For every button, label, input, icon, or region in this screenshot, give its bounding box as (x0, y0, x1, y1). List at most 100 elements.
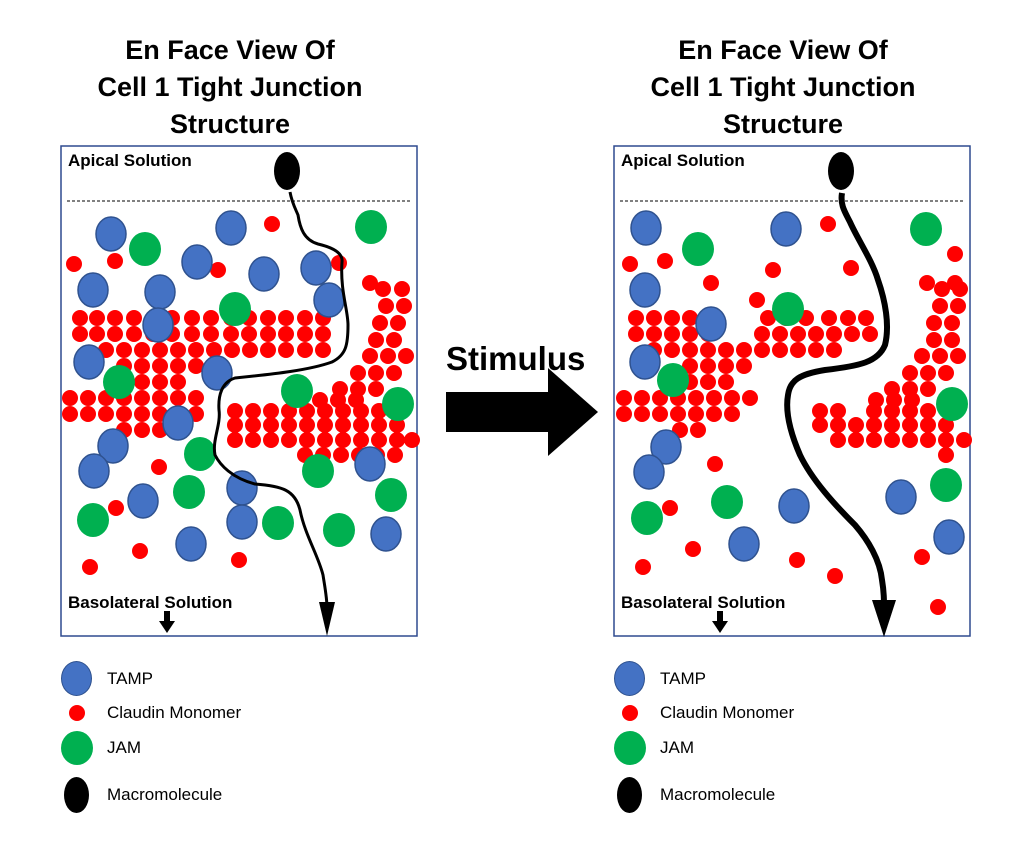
claudin-monomer (241, 326, 257, 342)
claudin-monomer (134, 406, 150, 422)
claudin-monomer (821, 310, 837, 326)
claudin-monomer (700, 358, 716, 374)
legend-item-tamp: TAMP (61, 661, 361, 697)
claudin-monomer (134, 358, 150, 374)
claudin-monomer (902, 432, 918, 448)
claudin-monomer (902, 403, 918, 419)
claudin-monomer (281, 417, 297, 433)
tamp-protein (226, 470, 258, 506)
claudin-monomer (616, 390, 632, 406)
claudin-monomer (812, 417, 828, 433)
claudin-monomer (652, 406, 668, 422)
jam-protein (355, 210, 387, 244)
claudin-monomer (718, 374, 734, 390)
claudin-monomer (848, 432, 864, 448)
claudin-monomer (919, 275, 935, 291)
claudin-monomer (297, 326, 313, 342)
claudin-monomer (278, 342, 294, 358)
claudin-monomer (884, 432, 900, 448)
claudin-monomer (646, 326, 662, 342)
jam-protein (375, 478, 407, 512)
right-panel-title: En Face View Of Cell 1 Tight Junction St… (573, 32, 993, 143)
claudin-monomer (353, 403, 369, 419)
jam-protein (910, 212, 942, 246)
title-line: Structure (169, 109, 291, 139)
jam-protein (262, 506, 294, 540)
claudin-monomer (62, 390, 78, 406)
claudin-monomer (718, 342, 734, 358)
tamp-protein (127, 483, 159, 519)
title-line: Cell 1 Tight Junction (650, 72, 916, 102)
claudin-monomer (116, 406, 132, 422)
jam-protein (323, 513, 355, 547)
tamp-protein (175, 526, 207, 562)
right-panel: Apical Solution Basolateral Solution (613, 145, 972, 637)
claudin-monomer (368, 332, 384, 348)
legend-label: Claudin Monomer (107, 703, 242, 722)
claudin-monomer (317, 417, 333, 433)
claudin-monomer (353, 432, 369, 448)
macromolecule-symbol-icon (617, 777, 642, 813)
claudin-monomer (848, 417, 864, 433)
tamp-protein (78, 453, 110, 489)
claudin-monomer (362, 275, 378, 291)
tamp-protein (650, 429, 682, 465)
tamp-protein (370, 516, 402, 552)
claudin-monomer (170, 374, 186, 390)
claudin-monomer (387, 447, 403, 463)
title-line: En Face View Of (125, 35, 335, 65)
jam-protein (682, 232, 714, 266)
stimulus-arrow (446, 368, 598, 456)
claudin-monomer (152, 342, 168, 358)
claudin-monomer (843, 260, 859, 276)
claudin-monomer (66, 256, 82, 272)
stimulus-arrow-head (548, 368, 598, 456)
claudin-monomer (920, 432, 936, 448)
claudin-monomer (682, 310, 698, 326)
claudin-monomer (688, 406, 704, 422)
claudin-monomer (682, 326, 698, 342)
claudin-monomer (245, 403, 261, 419)
claudin-monomer (934, 281, 950, 297)
tamp-protein (97, 428, 129, 464)
claudin-monomer (808, 342, 824, 358)
claudin-monomer (151, 459, 167, 475)
claudin-monomer (335, 417, 351, 433)
jam-protein (936, 387, 968, 421)
tamp-protein (770, 211, 802, 247)
left-panel-title: En Face View Of Cell 1 Tight Junction St… (20, 32, 440, 143)
tamp-protein (181, 244, 213, 280)
claudin-monomer (134, 342, 150, 358)
jam-protein (772, 292, 804, 326)
claudin-monomer (371, 432, 387, 448)
legend-label: JAM (107, 738, 141, 757)
claudin-monomer (390, 315, 406, 331)
claudin-monomer (203, 326, 219, 342)
claudin-monomer (170, 342, 186, 358)
legend-label: Claudin Monomer (660, 703, 795, 722)
title-line: En Face View Of (678, 35, 888, 65)
tamp-protein (142, 307, 174, 343)
claudin-monomer (826, 342, 842, 358)
macromolecule (828, 152, 854, 190)
tamp-protein (300, 250, 332, 286)
path-arrowhead (872, 600, 896, 637)
claudin-monomer (372, 315, 388, 331)
claudin-monomer (724, 390, 740, 406)
claudin-monomer (866, 403, 882, 419)
claudin-monomer (840, 310, 856, 326)
claudin-monomer (703, 275, 719, 291)
claudin-monomer (670, 406, 686, 422)
claudin-monomer (884, 403, 900, 419)
right-molecules (616, 210, 972, 615)
claudin-monomer (914, 549, 930, 565)
left-panel: Apical Solution Basolateral Solution (60, 145, 420, 637)
jam-protein (129, 232, 161, 266)
legend-item-claudin: Claudin Monomer (614, 695, 914, 731)
claudin-monomer (227, 403, 243, 419)
claudin-monomer (315, 326, 331, 342)
claudin-monomer (866, 432, 882, 448)
claudin-monomer (108, 500, 124, 516)
legend-item-jam: JAM (61, 730, 361, 766)
claudin-monomer (152, 374, 168, 390)
